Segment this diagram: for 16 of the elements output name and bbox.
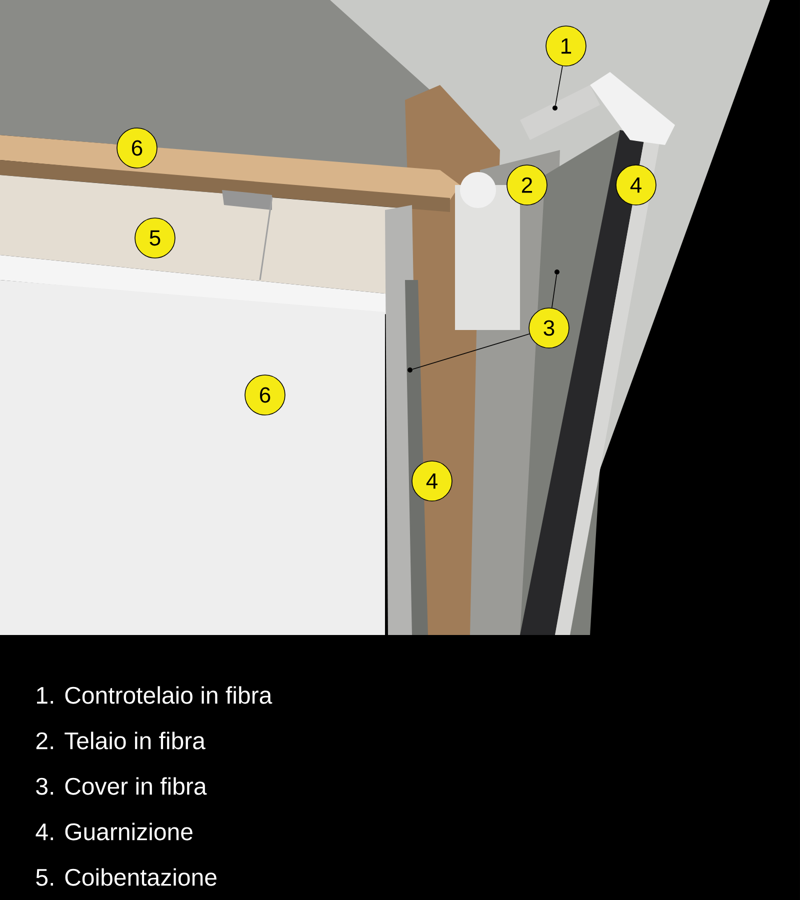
leader-line <box>412 334 530 370</box>
callout-number: 2 <box>506 164 548 206</box>
legend-item: 4. Guarnizione <box>36 822 192 840</box>
callout-number: 1 <box>546 26 586 66</box>
leader-line <box>555 66 563 106</box>
callout-number: 6 <box>116 128 158 168</box>
callout-number: 4 <box>616 164 656 206</box>
callout-number: 6 <box>244 374 286 416</box>
callout-number: 3 <box>528 308 570 348</box>
callout-number: 5 <box>134 218 176 258</box>
legend-item: 1. Controtelaio in fibra <box>37 686 272 704</box>
legend-item: 5. Coibentazione <box>36 868 216 886</box>
leader-line <box>551 274 558 308</box>
legend-item: 3. Cover in fibra <box>36 777 207 795</box>
legend-item: 2. Telaio in fibra <box>36 732 206 750</box>
callout-number: 4 <box>412 460 452 502</box>
